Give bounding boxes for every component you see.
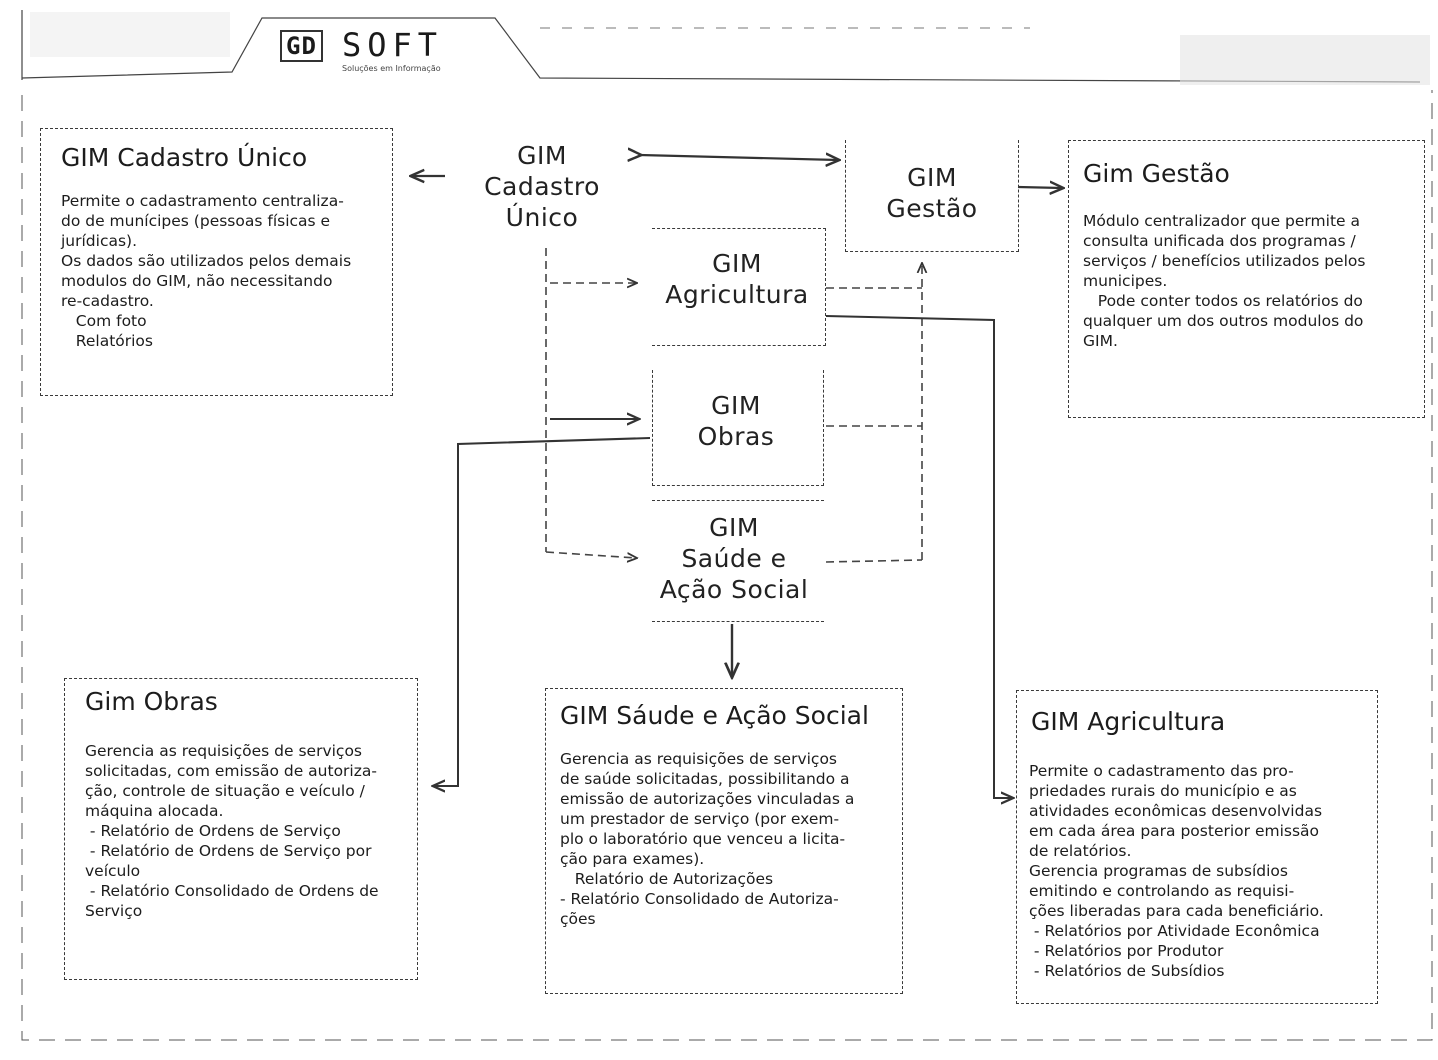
panel-line: Relatório de Autorizações <box>560 870 774 888</box>
panel-line: Módulo centralizador que permite a <box>1083 212 1360 230</box>
panel-description: Permite o cadastramento das pro- priedad… <box>1029 761 1324 981</box>
logo-mark: GD <box>280 30 323 62</box>
node-gim-gestao: GIM Gestão <box>848 162 1016 224</box>
panel-description: Gerencia as requisições de serviços soli… <box>85 741 379 921</box>
node-label-line: Cadastro <box>484 172 600 201</box>
panel-line: Com foto <box>61 312 147 330</box>
node-label-line: Gestão <box>886 194 978 223</box>
node-gim-agricultura-frame <box>652 228 826 346</box>
panel-title: GIM Cadastro Único <box>61 143 308 172</box>
panel-line: Os dados são utilizados pelos demais <box>61 252 352 270</box>
panel-gestao: Gim Gestão Módulo centralizador que perm… <box>1068 140 1425 418</box>
node-gim-saude-frame <box>652 500 824 622</box>
panel-title: GIM Agricultura <box>1031 707 1226 736</box>
panel-line: ções <box>560 910 596 928</box>
panel-line: re-cadastro. <box>61 292 154 310</box>
panel-title: Gim Gestão <box>1083 159 1230 188</box>
node-gim-obras-frame <box>652 370 824 486</box>
panel-line: em cada área para posterior emissão <box>1029 822 1320 840</box>
node-label-line: GIM <box>907 163 957 192</box>
panel-line: - Relatórios de Subsídios <box>1029 962 1225 980</box>
panel-line: Serviço <box>85 902 143 920</box>
panel-line: atividades econômicas desenvolvidas <box>1029 802 1323 820</box>
node-gim-saude-acao-social: GIM Saúde e Ação Social <box>650 512 818 605</box>
panel-line: serviços / benefícios utilizados pelos <box>1083 252 1366 270</box>
panel-description: Módulo centralizador que permite a consu… <box>1083 211 1365 351</box>
panel-line: - Relatório de Ordens de Serviço <box>85 822 341 840</box>
panel-line: Pode conter todos os relatórios do <box>1083 292 1363 310</box>
panel-line: plo o laboratório que venceu a licita- <box>560 830 846 848</box>
panel-description: Gerencia as requisições de serviços de s… <box>560 749 854 929</box>
arrow-to-gestao-panel <box>1017 187 1062 188</box>
panel-line: Relatórios <box>61 332 153 350</box>
panel-title: GIM Sáude e Ação Social <box>560 701 869 730</box>
panel-line: Permite o cadastramento centraliza- <box>61 192 344 210</box>
panel-line: ção, controle de situação e veículo / <box>85 782 365 800</box>
node-label-line: Agricultura <box>665 280 809 309</box>
node-label-line: Obras <box>697 422 775 451</box>
panel-saude-acao-social: GIM Sáude e Ação Social Gerencia as requ… <box>545 688 903 994</box>
panel-line: - Relatório de Ordens de Serviço por <box>85 842 372 860</box>
panel-line: - Relatório Consolidado de Ordens de <box>85 882 379 900</box>
panel-line: jurídicas). <box>61 232 138 250</box>
panel-line: - Relatório Consolidado de Autoriza- <box>560 890 839 908</box>
panel-line: priedades rurais do município e as <box>1029 782 1297 800</box>
panel-line: veículo <box>85 862 141 880</box>
node-label-line: Ação Social <box>659 575 809 604</box>
panel-line: GIM. <box>1083 332 1118 350</box>
arrow-to-agricultura-panel <box>825 315 1012 798</box>
panel-line: municipes. <box>1083 272 1168 290</box>
panel-obras: Gim Obras Gerencia as requisições de ser… <box>64 678 418 980</box>
panel-line: máquina alocada. <box>85 802 224 820</box>
node-label-line: GIM <box>712 249 762 278</box>
panel-cadastro-unico: GIM Cadastro Único Permite o cadastramen… <box>40 128 393 396</box>
node-gim-cadastro-unico: GIM Cadastro Único <box>460 140 624 233</box>
node-label-line: GIM <box>709 513 759 542</box>
panel-line: emitindo e controlando as requisi- <box>1029 882 1295 900</box>
logo-name: SOFT <box>342 26 444 64</box>
node-gim-agricultura: GIM Agricultura <box>652 248 822 310</box>
arrow-to-obras-panel <box>434 437 651 786</box>
node-gim-obras: GIM Obras <box>652 390 820 452</box>
panel-line: solicitadas, com emissão de autoriza- <box>85 762 377 780</box>
panel-line: modulos do GIM, não necessitando <box>61 272 333 290</box>
page-frame-left <box>21 90 1433 1041</box>
header-frame-line <box>21 10 1421 83</box>
node-label-line: GIM <box>517 141 567 170</box>
node-label-line: Único <box>505 203 579 232</box>
arrow-bus-to-saude <box>545 551 636 558</box>
company-logo: GD SOFT Soluções em Informação <box>278 28 488 78</box>
node-label-line: GIM <box>711 391 761 420</box>
panel-line: de saúde solicitadas, possibilitando a <box>560 770 850 788</box>
panel-agricultura: GIM Agricultura Permite o cadastramento … <box>1016 690 1378 1004</box>
panel-title: Gim Obras <box>85 687 218 716</box>
header-texture-left <box>30 12 230 57</box>
panel-line: Gerencia programas de subsídios <box>1029 862 1288 880</box>
link-cadastro-gestao <box>640 155 838 160</box>
panel-line: - Relatórios por Produtor <box>1029 942 1224 960</box>
panel-line: ções liberadas para cada beneficiário. <box>1029 902 1324 920</box>
panel-line: ção para exames). <box>560 850 705 868</box>
link-saude-bus <box>825 559 923 563</box>
node-label-line: Saúde e <box>681 544 787 573</box>
node-gim-gestao-frame <box>845 140 1019 252</box>
panel-line: - Relatórios por Atividade Econômica <box>1029 922 1320 940</box>
panel-line: de relatórios. <box>1029 842 1132 860</box>
panel-line: Permite o cadastramento das pro- <box>1029 762 1294 780</box>
panel-line: qualquer um dos outros modulos do <box>1083 312 1364 330</box>
panel-line: um prestador de serviço (por exem- <box>560 810 840 828</box>
panel-line: Gerencia as requisições de serviços <box>85 742 363 760</box>
panel-line: consulta unificada dos programas / <box>1083 232 1356 250</box>
header-texture-right <box>1180 35 1430 85</box>
panel-description: Permite o cadastramento centraliza- do d… <box>61 191 351 351</box>
logo-tagline: Soluções em Informação <box>342 64 441 73</box>
panel-line: emissão de autorizações vinculadas a <box>560 790 855 808</box>
panel-line: do de munícipes (pessoas físicas e <box>61 212 331 230</box>
panel-line: Gerencia as requisições de serviços <box>560 750 838 768</box>
